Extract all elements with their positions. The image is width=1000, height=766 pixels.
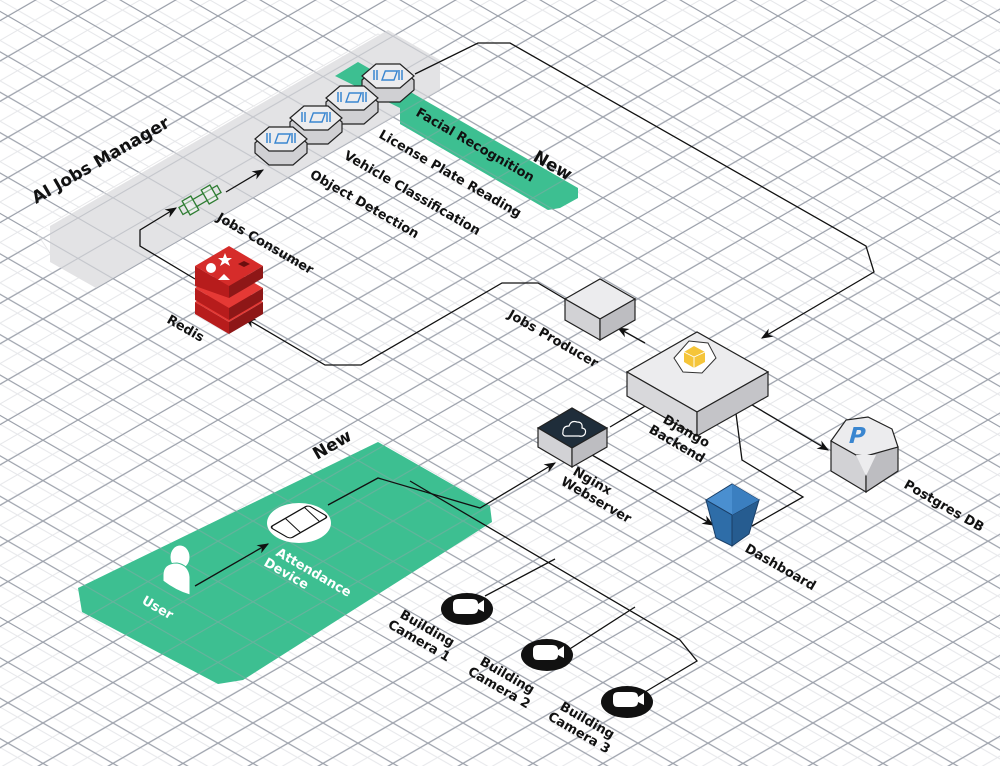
postgres-db-node[interactable]: P (830, 416, 899, 494)
nginx-webserver-node[interactable] (536, 407, 609, 469)
user-node[interactable] (162, 544, 191, 596)
jobs-producer-node[interactable] (563, 278, 637, 342)
edge-camera1 (484, 558, 556, 597)
edge-facial-to-django (414, 42, 875, 339)
camera-icon (453, 599, 484, 614)
edge-django-to-producer (616, 327, 646, 344)
postgres-icon: P (846, 423, 869, 449)
edge-producer-to-redis (243, 282, 566, 366)
edge-nginx-to-dashboard (591, 454, 715, 526)
dashboard-node[interactable] (705, 483, 761, 547)
edge-consumer-to-object-detection (225, 169, 265, 193)
django-backend-node[interactable] (625, 331, 770, 438)
jobs-consumer-node[interactable] (177, 182, 223, 218)
redis-node[interactable] (195, 246, 263, 334)
building-camera-1-node[interactable] (441, 593, 493, 625)
chip-icon (373, 70, 403, 81)
edge-redis-to-consumer (139, 207, 196, 280)
camera-icon (533, 645, 564, 660)
user-icon (162, 544, 191, 596)
redis-icon (206, 253, 250, 280)
building-camera-2-node[interactable] (521, 639, 573, 671)
camera-icon (613, 692, 644, 707)
building-camera-3-node[interactable] (601, 686, 653, 718)
cloud-icon (562, 420, 587, 437)
edge-attendance-to-nginx (327, 462, 557, 509)
edge-camera2 (564, 606, 636, 653)
django-icon (673, 340, 717, 374)
chip-icon (301, 112, 331, 123)
edge-cameras-bus (409, 480, 698, 693)
facial-recognition-node[interactable] (361, 63, 415, 103)
attendance-device-node[interactable] (267, 499, 331, 544)
phone-icon (270, 505, 328, 539)
license-plate-node[interactable] (325, 85, 379, 125)
chip-icon (266, 133, 296, 144)
chip-icon (337, 92, 367, 103)
edge-dashboard-to-django (730, 396, 805, 527)
object-detection-node[interactable] (254, 126, 308, 166)
queue-icon (178, 184, 222, 216)
edge-user-to-attendance (194, 543, 270, 587)
